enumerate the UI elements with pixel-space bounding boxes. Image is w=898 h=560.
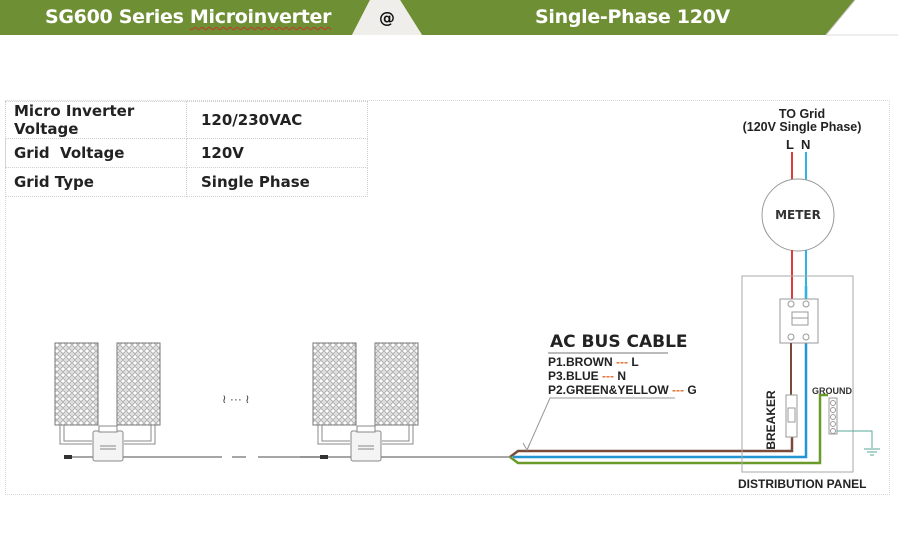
earth-ground-icon bbox=[864, 448, 880, 456]
spec-label: Grid Type bbox=[5, 167, 187, 197]
grid-title: TO Grid (120V Single Phase) bbox=[722, 108, 882, 134]
ellipsis-more-units: ≀ ··· ≀ bbox=[222, 392, 250, 406]
spec-value: 120/230VAC bbox=[186, 101, 368, 139]
solar-panel-icon bbox=[312, 342, 357, 426]
meter-icon bbox=[761, 178, 835, 252]
table-row: Grid Type Single Phase bbox=[5, 167, 368, 197]
ground-bar-icon bbox=[828, 397, 838, 435]
spec-label: Grid Voltage bbox=[5, 138, 187, 168]
phase-title: Single-Phase 120V bbox=[535, 6, 730, 28]
main-breaker-icon bbox=[779, 298, 819, 344]
spec-table: Micro Inverter Voltage 120/230VAC Grid V… bbox=[5, 101, 368, 197]
product-title: SG600 Series Microinverter bbox=[45, 6, 331, 28]
meter-label: METER bbox=[775, 208, 821, 222]
distribution-panel-box bbox=[741, 275, 854, 473]
distribution-panel-label: DISTRIBUTION PANEL bbox=[738, 477, 867, 491]
product-series: SG600 Series bbox=[45, 6, 190, 28]
table-row: Micro Inverter Voltage 120/230VAC bbox=[5, 101, 368, 139]
table-row: Grid Voltage 120V bbox=[5, 138, 368, 168]
microinverter-icon bbox=[59, 425, 156, 462]
spec-value: 120V bbox=[186, 138, 368, 168]
legend-item: P2.GREEN&YELLOW --- G bbox=[548, 383, 697, 397]
solar-panel-icon bbox=[374, 342, 419, 426]
legend-item: P3.BLUE --- N bbox=[548, 369, 627, 383]
spec-value: Single Phase bbox=[186, 167, 368, 197]
ac-bus-cable-title: AC BUS CABLE bbox=[550, 332, 688, 352]
solar-panel-icon bbox=[116, 342, 161, 426]
microinverter-icon bbox=[317, 425, 414, 462]
pointer-arrow bbox=[526, 397, 675, 451]
neutral-label: N bbox=[801, 137, 811, 152]
line-label: L bbox=[786, 137, 794, 152]
header-banner: SG600 Series Microinverter @ Single-Phas… bbox=[0, 0, 898, 36]
grid-title-line2: (120V Single Phase) bbox=[742, 120, 862, 134]
product-type: Microinverter bbox=[189, 6, 332, 28]
diagram-frame bbox=[5, 100, 890, 495]
at-separator: @ bbox=[379, 8, 395, 27]
banner-background bbox=[0, 0, 898, 36]
legend-item: P1.BROWN --- L bbox=[548, 355, 639, 369]
grid-title-line1: TO Grid bbox=[778, 107, 826, 121]
solar-panel-icon bbox=[54, 342, 99, 426]
breaker-icon bbox=[785, 394, 798, 438]
spec-label: Micro Inverter Voltage bbox=[5, 101, 187, 139]
ac-bus-cable-legend: P1.BROWN --- L P3.BLUE --- N P2.GREEN&YE… bbox=[548, 355, 697, 397]
trunk-cable bbox=[64, 455, 510, 459]
breaker-label: BREAKER bbox=[764, 390, 778, 450]
ground-label: GROUND bbox=[812, 386, 852, 396]
